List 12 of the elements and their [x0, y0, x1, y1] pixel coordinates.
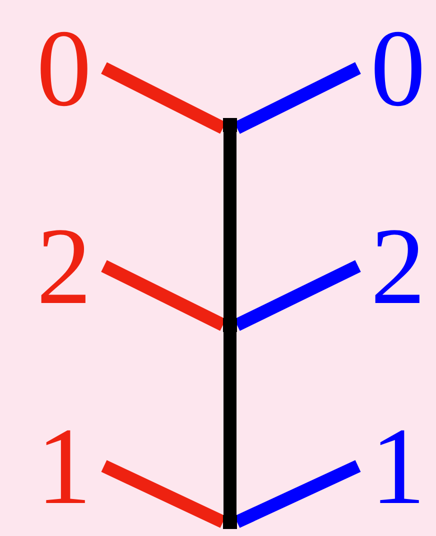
connector-line [234, 260, 361, 331]
number-label: 2 [24, 208, 104, 324]
number-label: 2 [358, 208, 436, 324]
connector-line [224, 132, 236, 318]
number-label: 1 [24, 408, 104, 524]
connector-line [101, 260, 226, 331]
connector-line [234, 460, 361, 528]
connector-line [101, 460, 226, 528]
number-label: 1 [358, 408, 436, 524]
number-label: 0 [24, 10, 104, 126]
number-label: 0 [358, 10, 436, 126]
connector-line [224, 332, 236, 515]
